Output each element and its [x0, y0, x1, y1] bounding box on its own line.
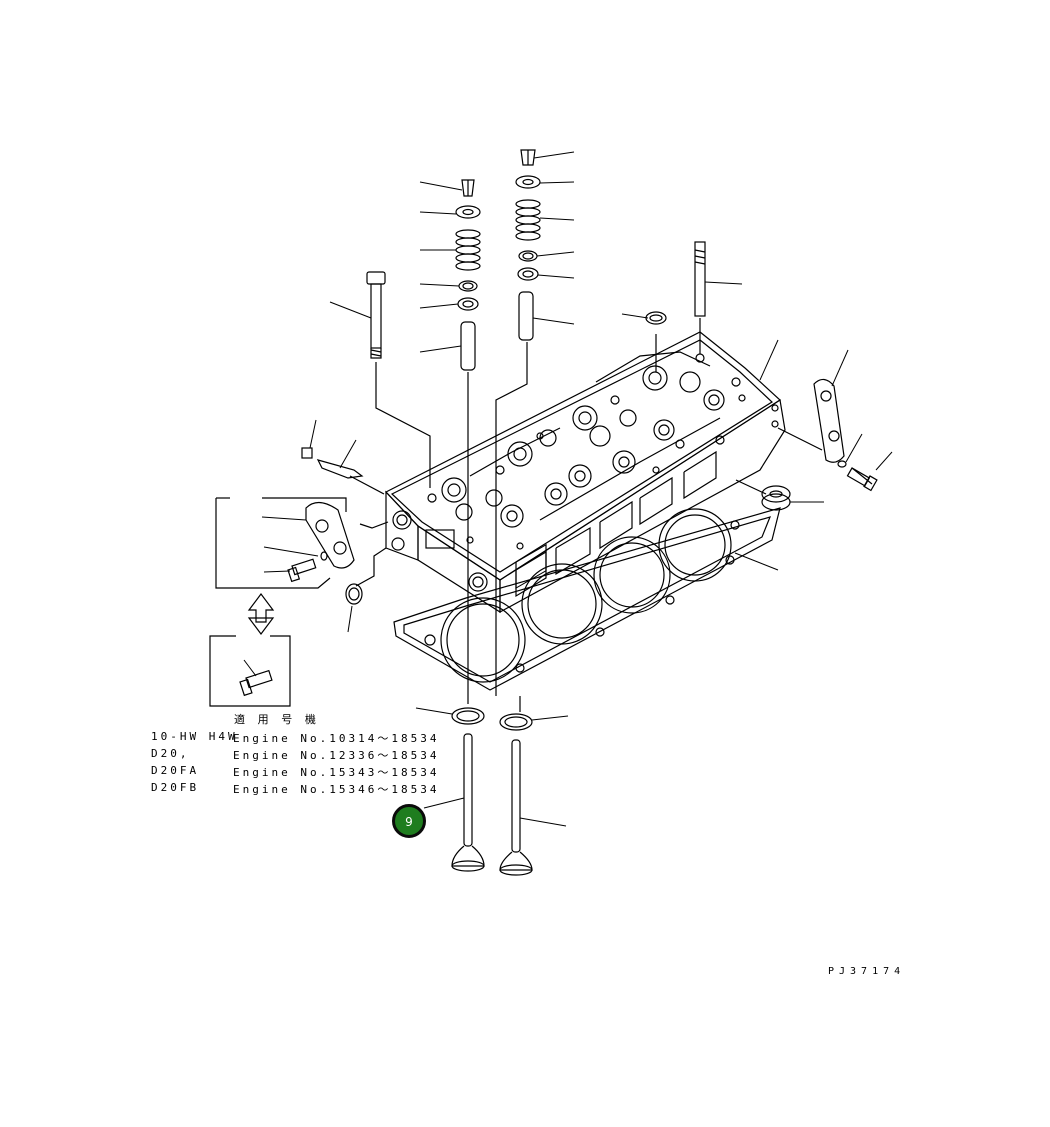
leader-lines — [243, 151, 893, 827]
rubber-plug — [761, 485, 791, 511]
applicability-model: D20FB — [151, 781, 200, 794]
drawing-code: PJ37174 — [828, 966, 906, 977]
interchange-arrow — [247, 593, 275, 635]
applicability-heading: 適 用 号 機 — [234, 713, 319, 726]
hanger-bracket-left — [215, 497, 355, 589]
valve-seat-rings — [451, 707, 533, 731]
head-bolt — [366, 271, 386, 359]
applicability-serial: Engine No.15343～18534 — [233, 766, 440, 779]
assembly-guide-lines — [349, 318, 823, 712]
oring-top — [645, 311, 667, 325]
applicability-serial: Engine No.10314～18534 — [233, 732, 440, 745]
intake-valve — [451, 733, 485, 872]
applicability-serial: Engine No.15346～18534 — [233, 783, 440, 796]
exhaust-valve — [499, 739, 533, 876]
hanger-bracket-right — [813, 378, 878, 492]
head-gasket — [393, 507, 781, 691]
alternate-bolt-inset — [209, 635, 291, 707]
applicability-model: D20, — [151, 747, 190, 760]
part-callout-9[interactable]: 9 — [392, 804, 426, 838]
applicability-model: D20FA — [151, 764, 200, 777]
applicability-model: 10-HW H4W — [151, 730, 238, 743]
cylinder-head — [385, 331, 786, 614]
valve-train-right — [515, 149, 541, 341]
valve-train-left — [455, 179, 481, 371]
applicability-serial: Engine No.12336～18534 — [233, 749, 440, 762]
stud-bolt — [694, 241, 706, 317]
front-seal — [345, 583, 363, 605]
front-cap — [301, 447, 364, 479]
